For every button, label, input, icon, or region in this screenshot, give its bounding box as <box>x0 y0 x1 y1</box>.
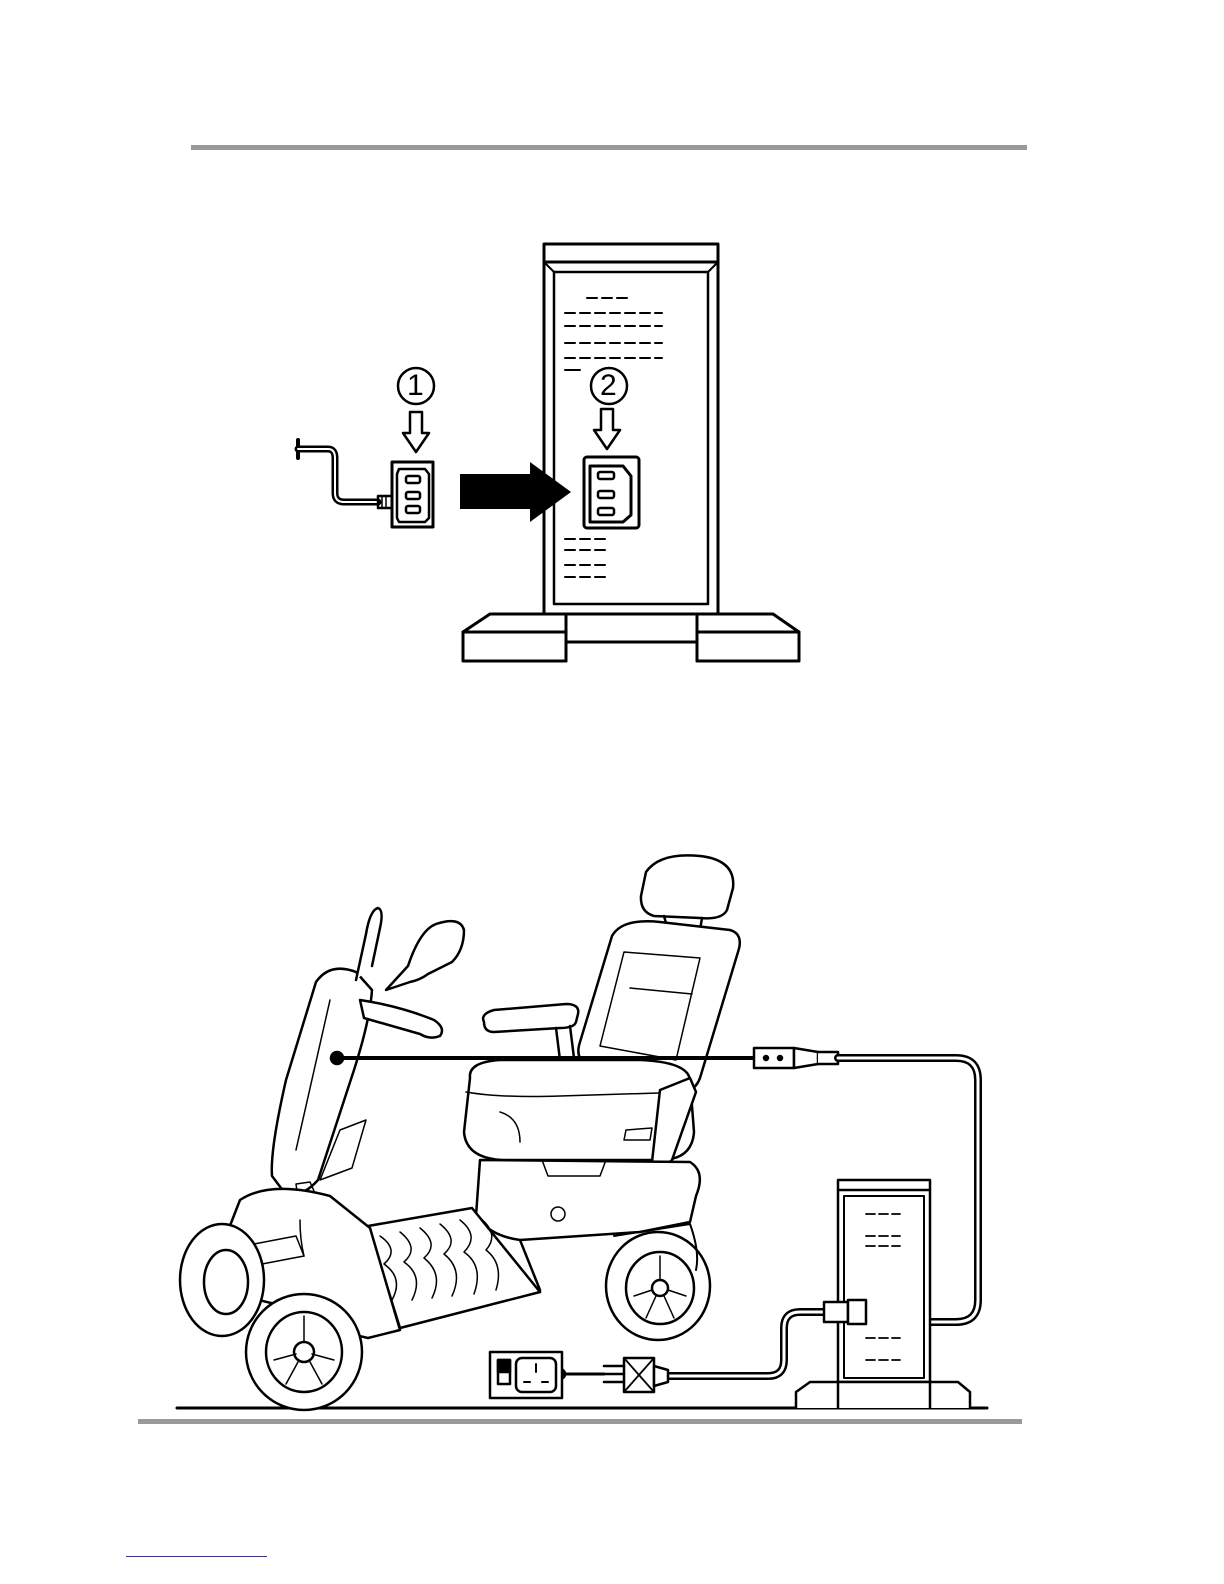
footer-link-underline <box>126 1556 267 1557</box>
step-number-1: 1 <box>407 369 424 403</box>
mobility-scooter <box>180 855 740 1410</box>
wall-socket <box>490 1352 562 1398</box>
mains-cable <box>555 1300 866 1392</box>
header-rule <box>191 145 1027 150</box>
vent-slots <box>565 298 662 577</box>
charger-unit <box>463 244 799 661</box>
plug-connector <box>298 440 433 527</box>
floorboard-tread <box>380 1218 498 1300</box>
arrow-down-icon <box>403 412 429 452</box>
arrow-down-icon <box>594 409 620 449</box>
scooter-charging-port <box>331 1052 343 1064</box>
footer-rule <box>138 1419 1022 1424</box>
charger-unit-small <box>796 1180 970 1408</box>
charging-cable <box>343 1048 978 1322</box>
step-number-2: 2 <box>600 369 617 403</box>
charger-socket <box>584 457 639 528</box>
arrow-right-icon <box>460 462 571 522</box>
